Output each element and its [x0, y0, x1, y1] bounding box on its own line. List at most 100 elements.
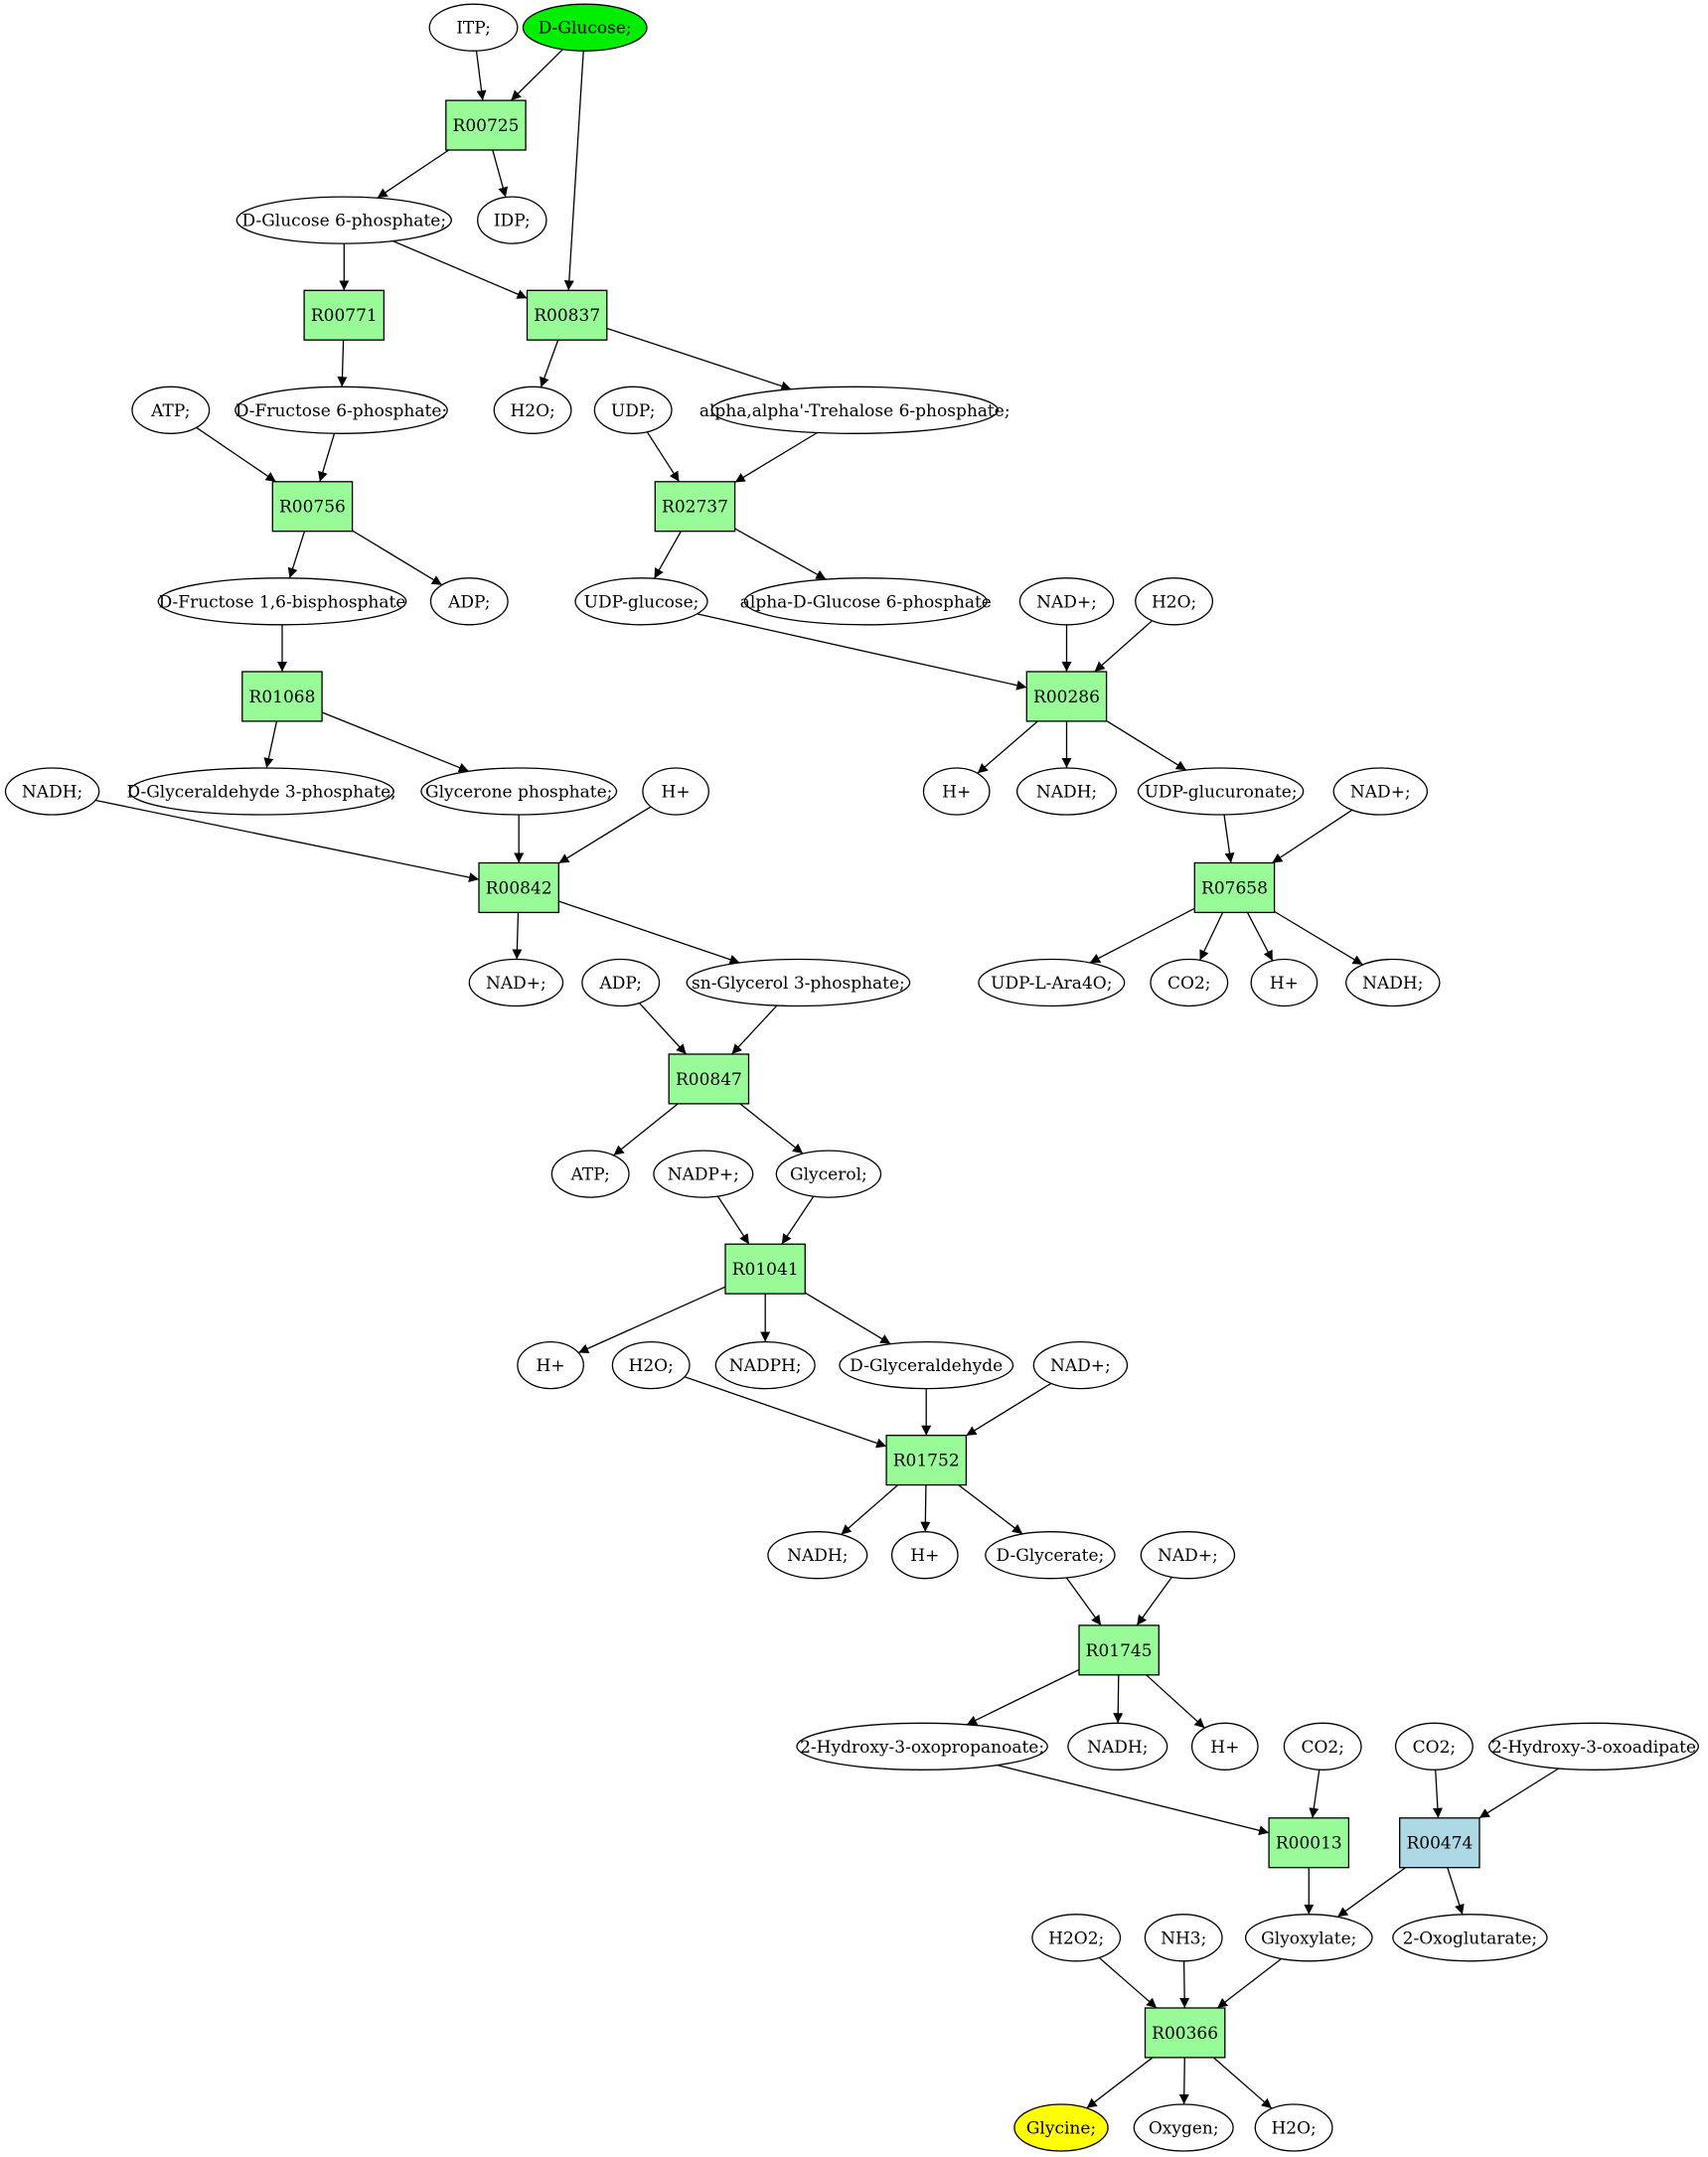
- reaction-box: [668, 1053, 750, 1105]
- compound-node-gap[interactable]: D-Glyceraldehyde 3-phosphate;: [127, 767, 396, 816]
- compound-node-adp2[interactable]: ADP;: [581, 958, 661, 1007]
- compound-node-nadp[interactable]: NADP+;: [653, 1150, 754, 1198]
- edge-t6p-to-R02737: [734, 431, 818, 484]
- compound-node-f6p[interactable]: D-Fructose 6-phosphate;: [234, 385, 448, 434]
- reaction-node-R00756[interactable]: R00756: [271, 481, 354, 533]
- reaction-node-R00837[interactable]: R00837: [526, 289, 608, 341]
- edge-atp1-to-R00756: [196, 426, 277, 483]
- compound-ellipse: [1133, 2103, 1234, 2152]
- compound-node-h2[interactable]: H+: [922, 767, 991, 816]
- compound-node-oxoglut[interactable]: 2-Oxoglutarate;: [1392, 1914, 1548, 1962]
- compound-ellipse: [1283, 1722, 1362, 1771]
- compound-node-nadh4[interactable]: NADH;: [767, 1531, 868, 1580]
- edge-R00474-to-oxoglut: [1447, 1867, 1465, 1916]
- compound-node-h2o4[interactable]: H2O;: [1254, 2103, 1333, 2152]
- compound-node-dglucose[interactable]: D-Glucose;: [522, 3, 648, 52]
- compound-node-nadh5[interactable]: NADH;: [1067, 1722, 1168, 1771]
- compound-node-nad5[interactable]: NAD+;: [1140, 1531, 1236, 1580]
- node-label: R00474: [1406, 1834, 1473, 1854]
- compound-node-co2c[interactable]: CO2;: [1394, 1722, 1474, 1771]
- compound-node-h6[interactable]: H+: [1190, 1722, 1259, 1771]
- compound-node-nad2[interactable]: NAD+;: [1332, 767, 1429, 816]
- compound-node-h1[interactable]: H+: [642, 767, 709, 816]
- compound-node-nadph[interactable]: NADPH;: [714, 1340, 816, 1390]
- compound-node-glyoxylate[interactable]: Glyoxylate;: [1244, 1914, 1373, 1962]
- edge-R01068-to-dhap: [321, 711, 470, 773]
- compound-ellipse: [642, 767, 709, 816]
- compound-node-ag6p[interactable]: alpha-D-Glucose 6-phosphate: [740, 577, 992, 626]
- compound-node-dga[interactable]: D-Glyceraldehyde: [839, 1340, 1014, 1390]
- reaction-node-R00771[interactable]: R00771: [303, 289, 386, 341]
- compound-node-nad3[interactable]: NAD+;: [468, 958, 564, 1007]
- reaction-node-R01745[interactable]: R01745: [1078, 1624, 1160, 1676]
- compound-node-h3[interactable]: H+: [1250, 958, 1319, 1007]
- compound-node-h2o2b[interactable]: H2O2;: [1031, 1914, 1122, 1962]
- compound-ellipse: [1067, 1722, 1168, 1771]
- node-label: alpha,alpha'-Trehalose 6-phosphate;: [699, 401, 1010, 421]
- compound-ellipse: [157, 577, 407, 626]
- compound-node-nad1[interactable]: NAD+;: [1018, 577, 1115, 626]
- compound-node-hoa[interactable]: 2-Hydroxy-3-oxoadipate: [1488, 1722, 1699, 1771]
- edge-udpglcua-to-R07658: [1223, 814, 1235, 863]
- compound-ellipse: [428, 3, 519, 52]
- node-label: R02737: [662, 498, 728, 518]
- reaction-node-R00847[interactable]: R00847: [668, 1053, 750, 1105]
- compound-node-dhap[interactable]: Glycerone phosphate;: [420, 767, 618, 816]
- node-label: R01068: [249, 688, 316, 707]
- compound-node-udpglcua[interactable]: UDP-glucuronate;: [1137, 767, 1305, 816]
- edge-h1-to-R00842: [558, 806, 652, 864]
- compound-node-nad4[interactable]: NAD+;: [1032, 1340, 1129, 1390]
- compound-node-oxygen[interactable]: Oxygen;: [1133, 2103, 1234, 2152]
- node-label: H+: [1270, 974, 1299, 994]
- reaction-node-R00474[interactable]: R00474: [1399, 1817, 1480, 1869]
- compound-node-co2a[interactable]: CO2;: [1150, 958, 1229, 1007]
- compound-node-udplara[interactable]: UDP-L-Ara4O;: [978, 958, 1126, 1007]
- edge-R00842-to-nad3: [512, 912, 523, 960]
- compound-ellipse: [1032, 1340, 1129, 1390]
- reaction-node-R02737[interactable]: R02737: [654, 481, 736, 533]
- compound-node-atp2[interactable]: ATP;: [550, 1150, 630, 1198]
- compound-node-h2o1[interactable]: H2O;: [493, 385, 572, 434]
- compound-node-nadh3[interactable]: NADH;: [1345, 958, 1441, 1007]
- reaction-node-R01752[interactable]: R01752: [885, 1435, 968, 1486]
- reaction-node-R01041[interactable]: R01041: [724, 1243, 806, 1295]
- reaction-node-R00286[interactable]: R00286: [1025, 671, 1108, 722]
- compound-node-udpglc[interactable]: UDP-glucose;: [574, 577, 708, 626]
- compound-node-fbp[interactable]: D-Fructose 1,6-bisphosphate: [157, 577, 407, 626]
- reaction-node-R00842[interactable]: R00842: [478, 861, 559, 914]
- compound-node-h2o2[interactable]: H2O;: [1135, 577, 1214, 626]
- compound-node-atp1[interactable]: ATP;: [131, 385, 211, 434]
- reaction-node-R00366[interactable]: R00366: [1144, 2007, 1226, 2059]
- compound-ellipse: [767, 1531, 868, 1580]
- compound-node-udp[interactable]: UDP;: [593, 385, 673, 434]
- edge-R01041-to-h4: [577, 1286, 726, 1354]
- compound-node-h2o3[interactable]: H2O;: [611, 1340, 691, 1390]
- compound-ellipse: [493, 385, 572, 434]
- reaction-node-R00013[interactable]: R00013: [1268, 1817, 1350, 1869]
- compound-node-h4[interactable]: H+: [517, 1340, 584, 1390]
- compound-ellipse: [1250, 958, 1319, 1007]
- compound-node-g3p[interactable]: sn-Glycerol 3-phosphate;: [686, 958, 911, 1007]
- reaction-box: [1399, 1817, 1480, 1869]
- compound-node-hop[interactable]: 2-Hydroxy-3-oxopropanoate;: [796, 1722, 1048, 1771]
- reaction-node-R07658[interactable]: R07658: [1193, 861, 1276, 914]
- reaction-node-R00725[interactable]: R00725: [445, 99, 527, 151]
- compound-node-t6p[interactable]: alpha,alpha'-Trehalose 6-phosphate;: [699, 385, 1010, 434]
- compound-node-nadh2[interactable]: NADH;: [1015, 767, 1118, 816]
- compound-node-glycine[interactable]: Glycine;: [1013, 2103, 1109, 2152]
- compound-node-co2b[interactable]: CO2;: [1283, 1722, 1362, 1771]
- compound-node-nadh1[interactable]: NADH;: [4, 767, 100, 816]
- edge-udpglc-to-R00286: [697, 613, 1027, 691]
- compound-node-g6p[interactable]: D-Glucose 6-phosphate;: [235, 196, 452, 244]
- compound-node-itp[interactable]: ITP;: [428, 3, 519, 52]
- reaction-node-R01068[interactable]: R01068: [241, 671, 323, 722]
- compound-node-glycerol[interactable]: Glycerol;: [775, 1150, 882, 1198]
- compound-node-dglycerate[interactable]: D-Glycerate;: [985, 1531, 1116, 1580]
- node-label: UDP-glucuronate;: [1145, 783, 1298, 803]
- compound-node-nh3[interactable]: NH3;: [1144, 1914, 1223, 1962]
- compound-node-h5[interactable]: H+: [890, 1531, 959, 1580]
- node-label: R00847: [676, 1070, 742, 1090]
- edge-R02737-to-ag6p: [734, 528, 827, 580]
- compound-node-idp[interactable]: IDP;: [477, 196, 547, 244]
- compound-node-adp1[interactable]: ADP;: [429, 577, 509, 626]
